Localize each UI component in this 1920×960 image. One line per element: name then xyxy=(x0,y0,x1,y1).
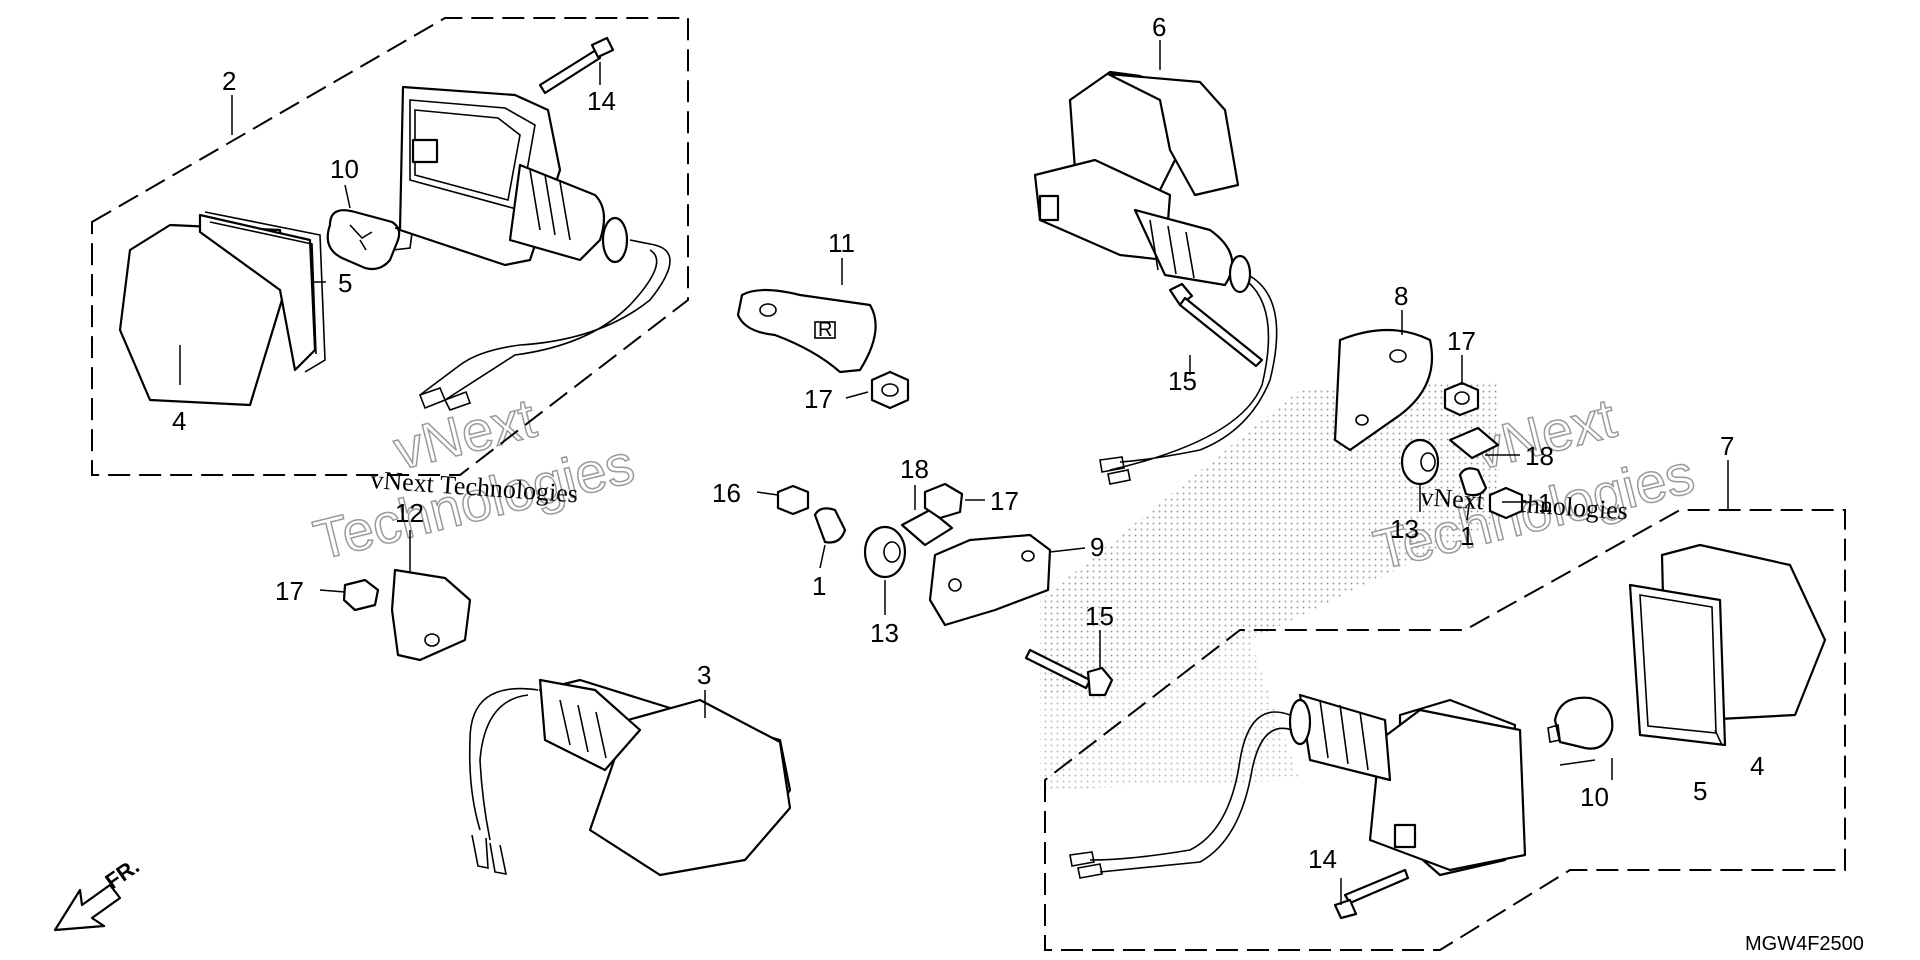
winker-lens-left xyxy=(118,213,317,407)
bracket-9 xyxy=(928,533,1052,627)
callout-13: 13 xyxy=(870,618,899,648)
winker-lens-right xyxy=(1628,543,1827,747)
callout-18: 18 xyxy=(1525,441,1554,471)
callout-5: 5 xyxy=(1693,776,1707,806)
callout-11: 11 xyxy=(828,228,855,258)
callout-16: 16 xyxy=(712,478,741,508)
bracket-8 xyxy=(1333,328,1434,452)
callout-4: 4 xyxy=(172,406,186,436)
callout-17: 17 xyxy=(275,576,304,606)
callout-4: 4 xyxy=(1750,751,1764,781)
bracket-12 xyxy=(390,568,472,662)
callouts: 2 4 5 10 14 11 17 16 1 13 18 17 9 15 12 … xyxy=(172,12,1764,874)
leader-lines xyxy=(179,40,1729,905)
callout-1: 1 xyxy=(1460,521,1474,551)
callout-7: 7 xyxy=(1720,431,1734,461)
front-direction-arrow: FR. xyxy=(53,853,144,932)
dotted-background xyxy=(1040,380,1500,700)
callout-17: 17 xyxy=(804,384,833,414)
bracket-11: R xyxy=(736,288,877,374)
winker-assembly-left-lower xyxy=(468,678,792,877)
bulb-left xyxy=(326,209,413,271)
gasket-left xyxy=(204,211,326,373)
winker-housing-right xyxy=(1069,693,1527,879)
grommet-13-right xyxy=(1400,438,1440,486)
callout-2: 2 xyxy=(222,66,236,96)
group-box-right xyxy=(1044,509,1846,951)
callout-3: 3 xyxy=(697,660,711,690)
nut-17-center xyxy=(923,482,964,520)
nut-16-right xyxy=(1488,486,1524,520)
collar-1-center xyxy=(813,507,847,544)
callout-6: 6 xyxy=(1152,12,1166,42)
callout-17: 17 xyxy=(1447,326,1476,356)
diagram-code: MGW4F2500 xyxy=(1745,933,1864,955)
grommet-13-center xyxy=(863,525,907,579)
wire-harness-left xyxy=(419,243,671,401)
callout-16-overlap: 1 xyxy=(1538,488,1552,518)
svg-text:R: R xyxy=(818,319,832,341)
wire-connectors-left xyxy=(418,386,472,411)
screw-14-right xyxy=(1333,868,1410,920)
bolt-15-right xyxy=(1168,282,1264,368)
group-box-left xyxy=(91,17,689,476)
callout-10: 10 xyxy=(330,154,359,184)
nut-17-right xyxy=(1443,381,1480,417)
dotted-background xyxy=(1040,640,1300,790)
winker-assembly-right-upper xyxy=(1033,70,1278,485)
callout-17: 17 xyxy=(990,486,1019,516)
callout-14: 14 xyxy=(587,86,616,116)
bulb-right xyxy=(1547,696,1614,750)
callout-9: 9 xyxy=(1090,532,1104,562)
callout-8: 8 xyxy=(1394,281,1408,311)
callout-1: 1 xyxy=(812,571,826,601)
winker-housing-left xyxy=(398,85,651,267)
callout-18: 18 xyxy=(900,454,929,484)
nut-17-left xyxy=(342,578,380,612)
callout-14: 14 xyxy=(1308,844,1337,874)
callout-12: 12 xyxy=(395,498,424,528)
screw-14-left xyxy=(538,36,615,95)
sleeve-18-right xyxy=(1448,426,1500,460)
callout-5: 5 xyxy=(338,268,352,298)
callout-15: 15 xyxy=(1168,366,1197,396)
collar-1-right xyxy=(1458,467,1488,497)
nut-17-center-upper xyxy=(870,370,910,410)
callout-10: 10 xyxy=(1580,782,1609,812)
callout-13: 13 xyxy=(1390,514,1419,544)
callout-15: 15 xyxy=(1085,601,1114,631)
bolt-15-center xyxy=(1024,648,1114,697)
nut-16 xyxy=(776,484,810,516)
